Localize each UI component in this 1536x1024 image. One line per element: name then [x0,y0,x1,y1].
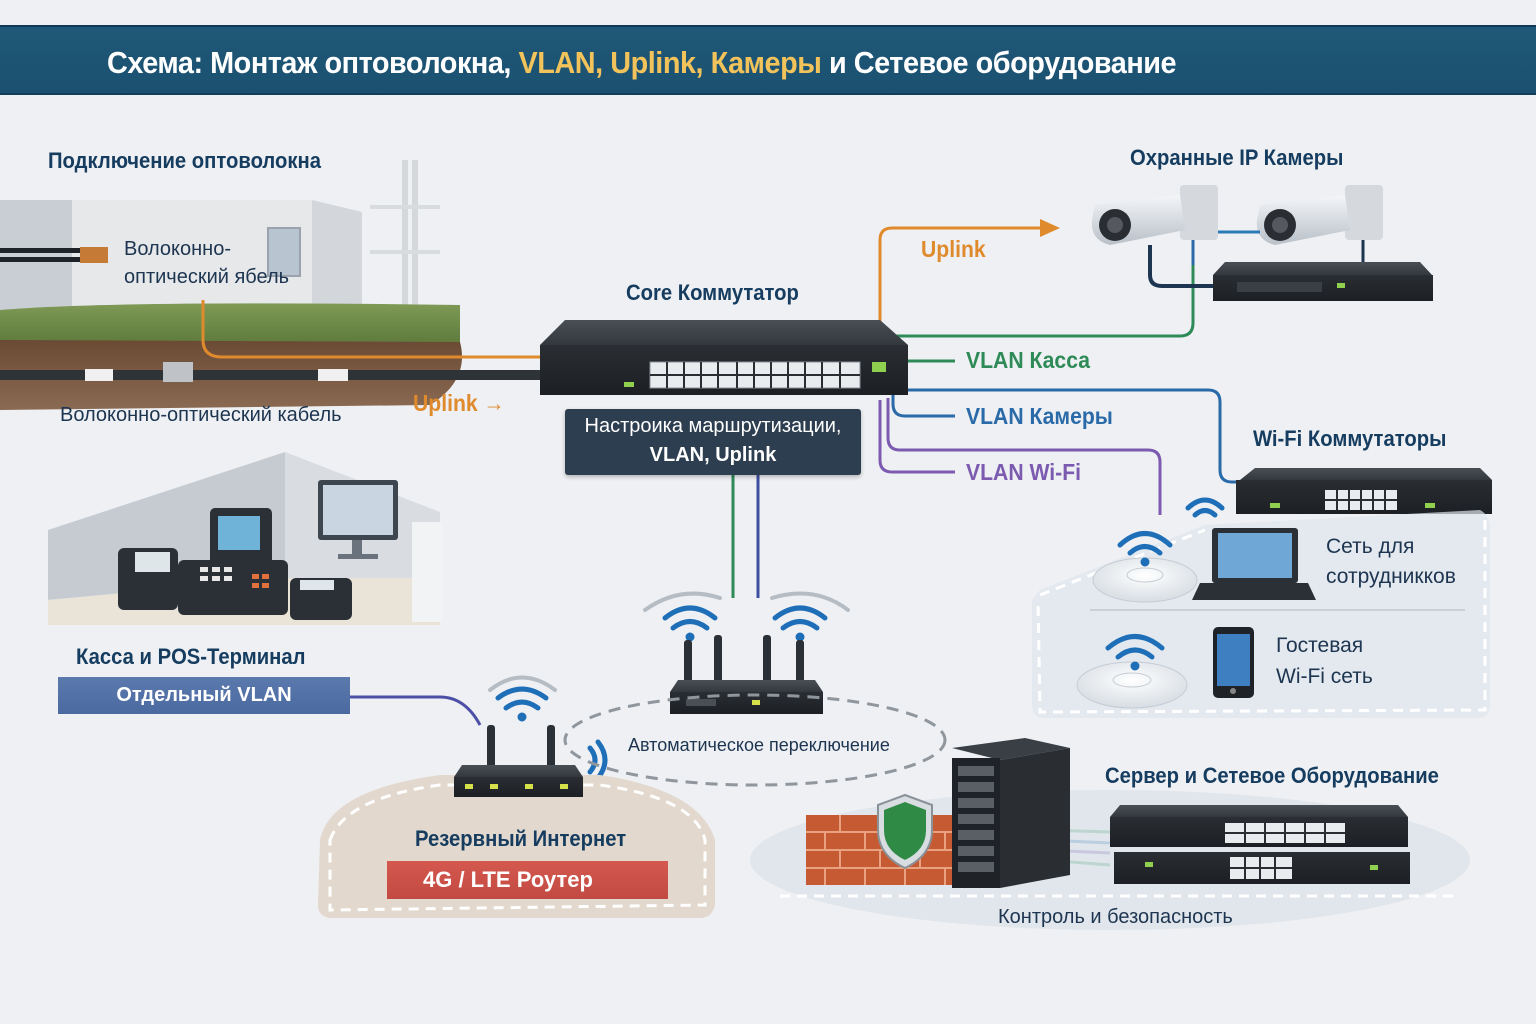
underground-cable-label: Волоконно-оптический кабель [60,404,342,426]
server-rack-icon [952,738,1070,888]
header-banner: Схема: Монтаж оптоволокна, VLAN, Uplink,… [0,25,1536,95]
wifi-icon-router-left [662,605,718,642]
fiber-scene [0,160,540,410]
core-config-line1: Настроика маршрутизации, [584,415,842,437]
wifi-icon-router-right [772,605,828,642]
fiber-section-title: Подключение оптоволокна [48,148,321,173]
pos-vlan-line [350,695,482,726]
uplink-arrowhead [1040,219,1060,237]
page-title: Схема: Монтаж оптоволокна, VLAN, Uplink,… [107,45,1177,81]
vlan-cameras-line [891,395,955,418]
core-switch-title: Core Коммутатор [626,280,799,305]
vlan-cameras-label: VLAN Камеры [966,403,1113,429]
shield-icon [877,793,933,870]
server-subtitle: Контроль и безопасность [998,906,1233,928]
failover-loop [563,693,947,787]
wifi-icon-ap1 [1117,531,1173,567]
smartphone-icon [1213,627,1254,698]
lte-router-badge: 4G / LTE Роутер [387,861,668,899]
uplink-cameras-label: Uplink [921,236,986,262]
cash-register-icon [178,508,288,615]
laptop-icon [1192,528,1316,600]
vlan-wifi-label-line [878,400,955,474]
guest-network-line1: Гостевая [1276,634,1364,657]
pos-terminal-icon [290,578,352,620]
uplink-in-label: Uplink → [413,390,505,417]
title-part-2: и Сетевое оборудование [821,45,1177,80]
vlan-wifi-label: VLAN Wi-Fi [966,459,1081,485]
guest-network-line2: Wi-Fi сеть [1276,665,1373,688]
fiber-cable-label-line1: Волоконно- [124,238,232,260]
fiber-cable-label: Волоконно- оптический ябель [124,235,289,291]
staff-network-label: Сеть для сотрудникков [1326,532,1456,592]
core-switch-icon [540,320,908,395]
pos-vlan-badge: Отдельный VLAN [58,677,350,714]
wifi-switches-title: Wi-Fi Коммутаторы [1253,426,1447,451]
access-point-guest-icon [1076,661,1188,709]
wifi-icon-switch [1185,497,1225,518]
cameras-green-line [895,240,1195,338]
monitor-icon [318,480,398,559]
backup-internet-title: Резервный Интернет [415,826,627,851]
core-config-line2: VLAN, Uplink [649,444,777,466]
title-part-1: Схема: Монтаж оптоволокна, [107,45,519,80]
main-router-icon [670,635,823,714]
arrow-right-icon: → [483,390,505,416]
vlan-wifi-line [886,398,1162,515]
wifi-switch-line [905,388,1245,484]
title-highlight: VLAN, Uplink, Камеры [518,45,822,80]
wifi-icon-lte [495,686,549,722]
vlan-kassa-label: VLAN Касса [966,347,1090,373]
guest-network-label: Гостевая Wi-Fi сеть [1276,630,1373,692]
wifi-signal-icons [495,497,1225,781]
card-reader-icon [118,548,178,610]
uplink-line [878,226,1045,345]
cameras-title: Охранные IP Камеры [1130,145,1344,170]
staff-network-line2: сотрудникков [1326,565,1456,588]
network-switches-icon [1110,805,1410,884]
uplink-in-text: Uplink [413,390,478,416]
core-config-box: Настроика маршрутизации, VLAN, Uplink [565,409,861,475]
failover-label: Автоматическое переключение [628,735,890,755]
server-title: Сервер и Сетевое Оборудование [1105,763,1439,788]
pos-title: Касса и POS-Терминал [76,644,306,669]
wifi-switch-icon [1236,468,1492,514]
staff-network-line1: Сеть для [1326,535,1415,558]
ip-cameras-icon [1091,185,1433,301]
fiber-cable-label-line2: оптический ябель [124,266,290,288]
wifi-icon-ap2 [1105,634,1165,671]
lte-router-icon [454,725,583,797]
pos-scene [48,452,442,625]
